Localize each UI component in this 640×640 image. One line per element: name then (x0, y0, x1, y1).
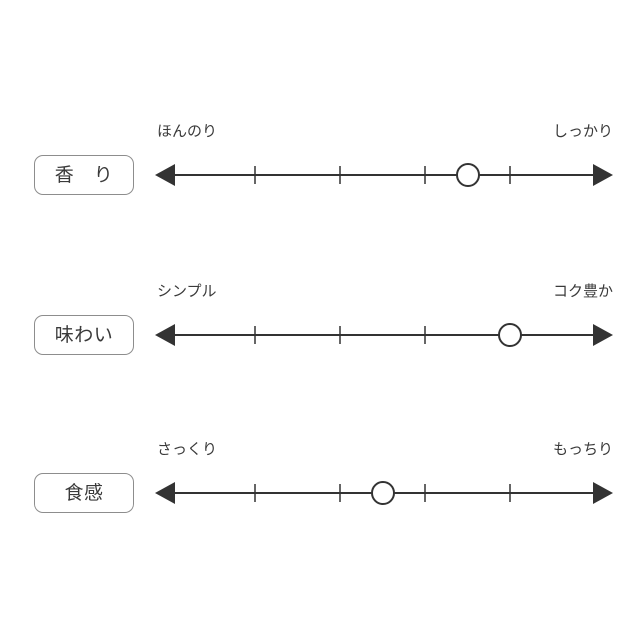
axis-arrow-left-icon (155, 324, 175, 346)
scale-endpoint-right-label: しっかり (552, 122, 613, 140)
scale-axis-taste (155, 323, 613, 347)
scale-label-text: 味わい (54, 323, 114, 346)
scale-endpoint-right-label: コク豊か (552, 282, 613, 300)
scale-row-taste: 味わい シンプル コク豊か (0, 280, 640, 390)
scale-row-aroma: 香 り ほんのり しっかり (0, 120, 640, 230)
scale-label-text: 香 り (54, 163, 114, 186)
scale-endpoint-left-label: さっくり (157, 440, 218, 458)
scale-label-chip-taste: 味わい (34, 315, 134, 355)
scale-endpoint-left-label: ほんのり (157, 122, 218, 140)
axis-arrow-left-icon (155, 482, 175, 504)
scale-endpoint-right-label: もっちり (552, 440, 613, 458)
scale-marker-circle[interactable] (371, 481, 395, 505)
scale-label-chip-texture: 食感 (34, 473, 134, 513)
scale-axis-aroma (155, 163, 613, 187)
scale-axis-texture (155, 481, 613, 505)
scale-row-texture: 食感 さっくり もっちり (0, 438, 640, 548)
scale-endpoint-left-label: シンプル (157, 282, 217, 300)
scale-label-text: 食感 (64, 481, 104, 504)
axis-arrow-right-icon (593, 482, 613, 504)
axis-arrow-left-icon (155, 164, 175, 186)
scale-marker-circle[interactable] (456, 163, 480, 187)
axis-arrow-right-icon (593, 164, 613, 186)
scale-marker-circle[interactable] (498, 323, 522, 347)
axis-arrow-right-icon (593, 324, 613, 346)
scale-label-chip-aroma: 香 り (34, 155, 134, 195)
